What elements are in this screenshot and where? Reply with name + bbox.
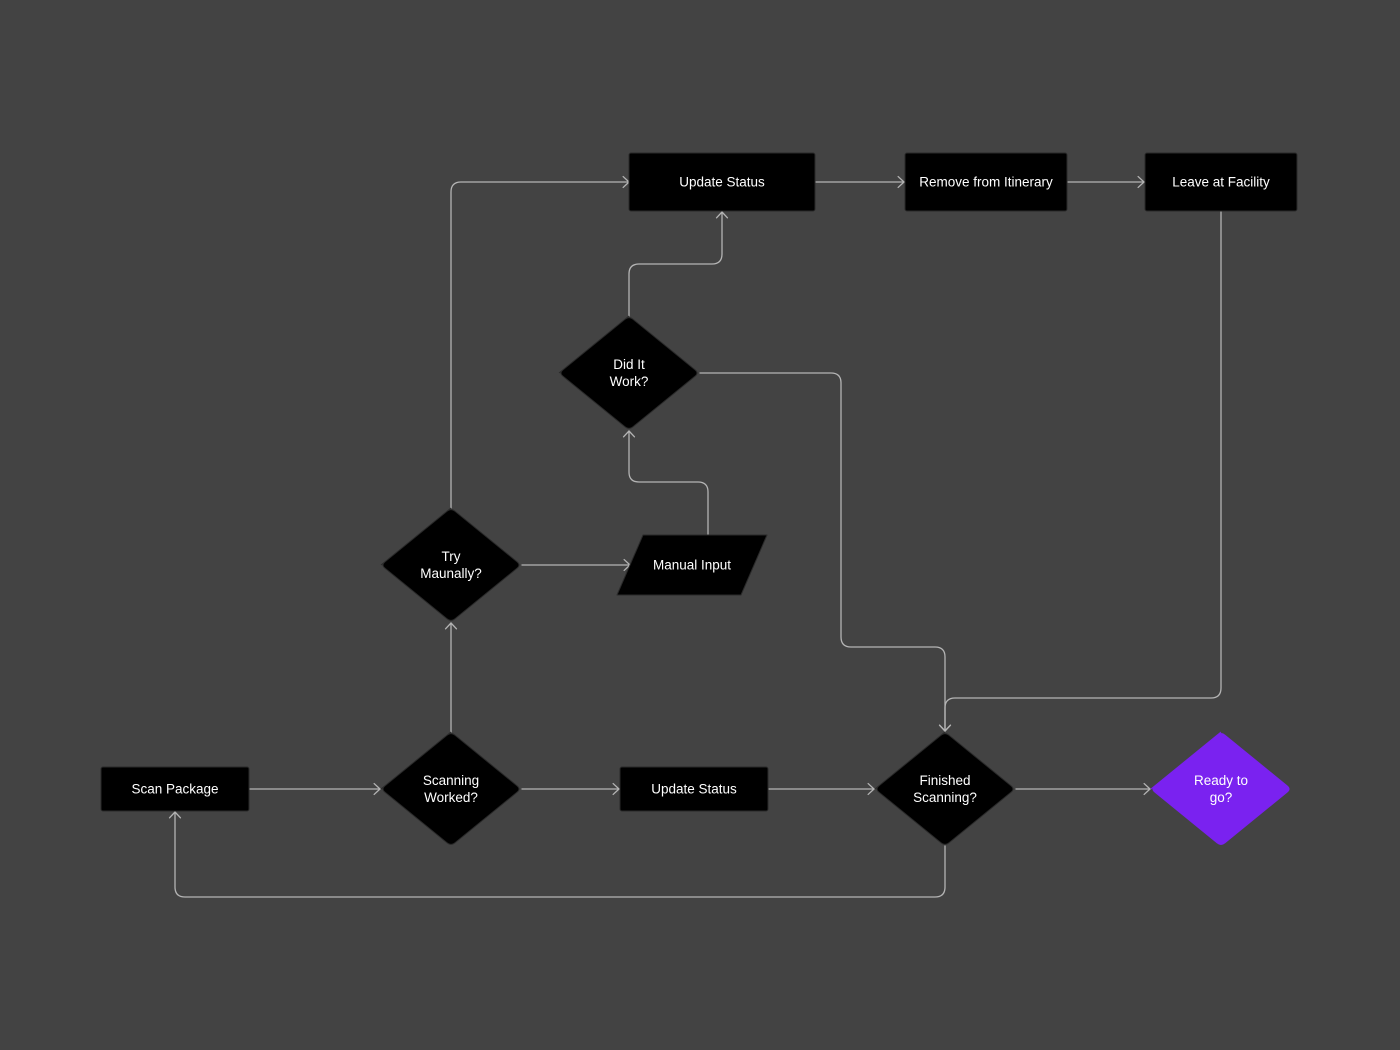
connector-finished-scanning-to-ready-to-go — [1015, 782, 1151, 796]
node-label: Scanning — [423, 773, 479, 788]
arrowhead — [715, 211, 729, 219]
arrowhead — [373, 782, 381, 796]
node-label: Scan Package — [131, 782, 218, 797]
connector-layer — [168, 175, 1222, 898]
node-leave-at-facility[interactable]: Leave at Facility — [1144, 152, 1298, 212]
arrowhead — [938, 724, 952, 732]
node-did-it-work[interactable]: Did It Work? — [558, 315, 698, 429]
process-box — [619, 766, 769, 812]
node-manual-input[interactable]: Manual Input — [616, 534, 768, 596]
connector-line — [450, 181, 630, 509]
decision-diamond — [558, 315, 698, 429]
arrowhead — [612, 782, 620, 796]
process-box — [628, 152, 816, 212]
node-update-status-top[interactable]: Update Status — [628, 152, 816, 212]
connector-scanning-worked-to-update-status-bottom — [521, 782, 620, 796]
node-label: Maunally? — [420, 566, 482, 581]
node-label: Finished — [919, 773, 970, 788]
connector-scan-package-to-scanning-worked — [249, 782, 381, 796]
decision-diamond — [874, 731, 1014, 845]
node-label: Work? — [610, 374, 649, 389]
connector-finished-scanning-to-scan-package — [168, 811, 946, 898]
connector-scanning-worked-to-try-manually — [444, 622, 458, 733]
connector-line — [628, 211, 723, 317]
connector-line — [174, 811, 946, 898]
connector-manual-input-to-did-it-work — [622, 430, 709, 536]
connector-line — [699, 372, 946, 732]
connector-line — [628, 430, 709, 536]
arrowhead — [897, 175, 905, 189]
node-label: Update Status — [651, 782, 737, 797]
connector-update-status-top-to-remove-from-itinerary — [815, 175, 905, 189]
connector-line — [944, 211, 1222, 732]
node-scan-package[interactable]: Scan Package — [100, 766, 250, 812]
process-box — [100, 766, 250, 812]
connector-leave-at-facility-to-finished-scanning — [938, 211, 1222, 732]
node-label: Update Status — [679, 175, 765, 190]
connector-did-it-work-to-update-status-top — [628, 211, 729, 317]
node-label: Manual Input — [653, 558, 731, 573]
arrowhead — [1143, 782, 1151, 796]
process-box — [1144, 152, 1298, 212]
connector-try-manually-to-manual-input — [521, 558, 631, 572]
node-ready-to-go[interactable]: Ready to go? — [1150, 731, 1290, 845]
node-label: Try — [442, 549, 461, 564]
decision-diamond — [380, 507, 520, 621]
node-update-status-bottom[interactable]: Update Status — [619, 766, 769, 812]
arrowhead — [444, 622, 458, 630]
connector-remove-from-itinerary-to-leave-at-facility — [1067, 175, 1145, 189]
node-label: Remove from Itinerary — [919, 175, 1053, 190]
node-label: Worked? — [424, 790, 478, 805]
process-box — [904, 152, 1068, 212]
arrowhead — [867, 782, 875, 796]
node-label: Leave at Facility — [1172, 175, 1270, 190]
decision-diamond — [380, 731, 520, 845]
node-remove-from-itinerary[interactable]: Remove from Itinerary — [904, 152, 1068, 212]
node-label: go? — [1210, 790, 1233, 805]
input-parallelogram — [616, 534, 768, 596]
node-label: Scanning? — [913, 790, 977, 805]
node-label: Ready to — [1194, 773, 1248, 788]
node-layer: Update Status Remove from Itinerary Leave … — [100, 152, 1298, 845]
arrowhead — [1137, 175, 1145, 189]
decision-diamond — [1150, 731, 1290, 845]
node-label: Did It — [613, 357, 645, 372]
arrowhead — [168, 811, 182, 819]
connector-update-status-bottom-to-finished-scanning — [768, 782, 875, 796]
arrowhead — [622, 430, 636, 438]
